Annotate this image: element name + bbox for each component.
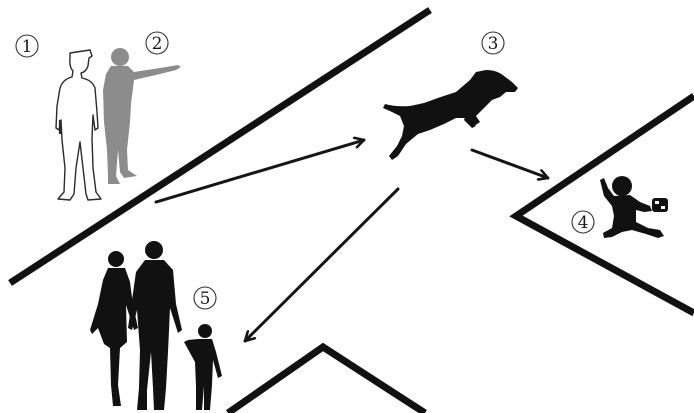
number-label-1-text: 1: [22, 37, 33, 57]
street-corner-bottom: [228, 347, 425, 413]
number-label-5-text: 5: [200, 289, 211, 309]
number-label-3: 3: [482, 32, 504, 54]
movement-arrows: [156, 140, 548, 341]
number-label-2-text: 2: [152, 34, 163, 54]
running-child-icon: [600, 176, 668, 238]
number-label-2: 2: [146, 32, 168, 54]
police-officer-outline-icon: [56, 50, 101, 200]
family-walking-icon: [90, 241, 222, 410]
running-dog-icon: [383, 70, 518, 160]
number-label-4-text: 4: [578, 213, 589, 233]
number-label-5: 5: [194, 287, 216, 309]
number-label-1: 1: [16, 35, 38, 57]
arrow-to-family: [245, 189, 398, 341]
arrow-to-child: [472, 150, 548, 178]
number-label-4: 4: [572, 211, 594, 233]
pointing-person-icon: [103, 48, 181, 184]
number-label-3-text: 3: [488, 34, 499, 54]
